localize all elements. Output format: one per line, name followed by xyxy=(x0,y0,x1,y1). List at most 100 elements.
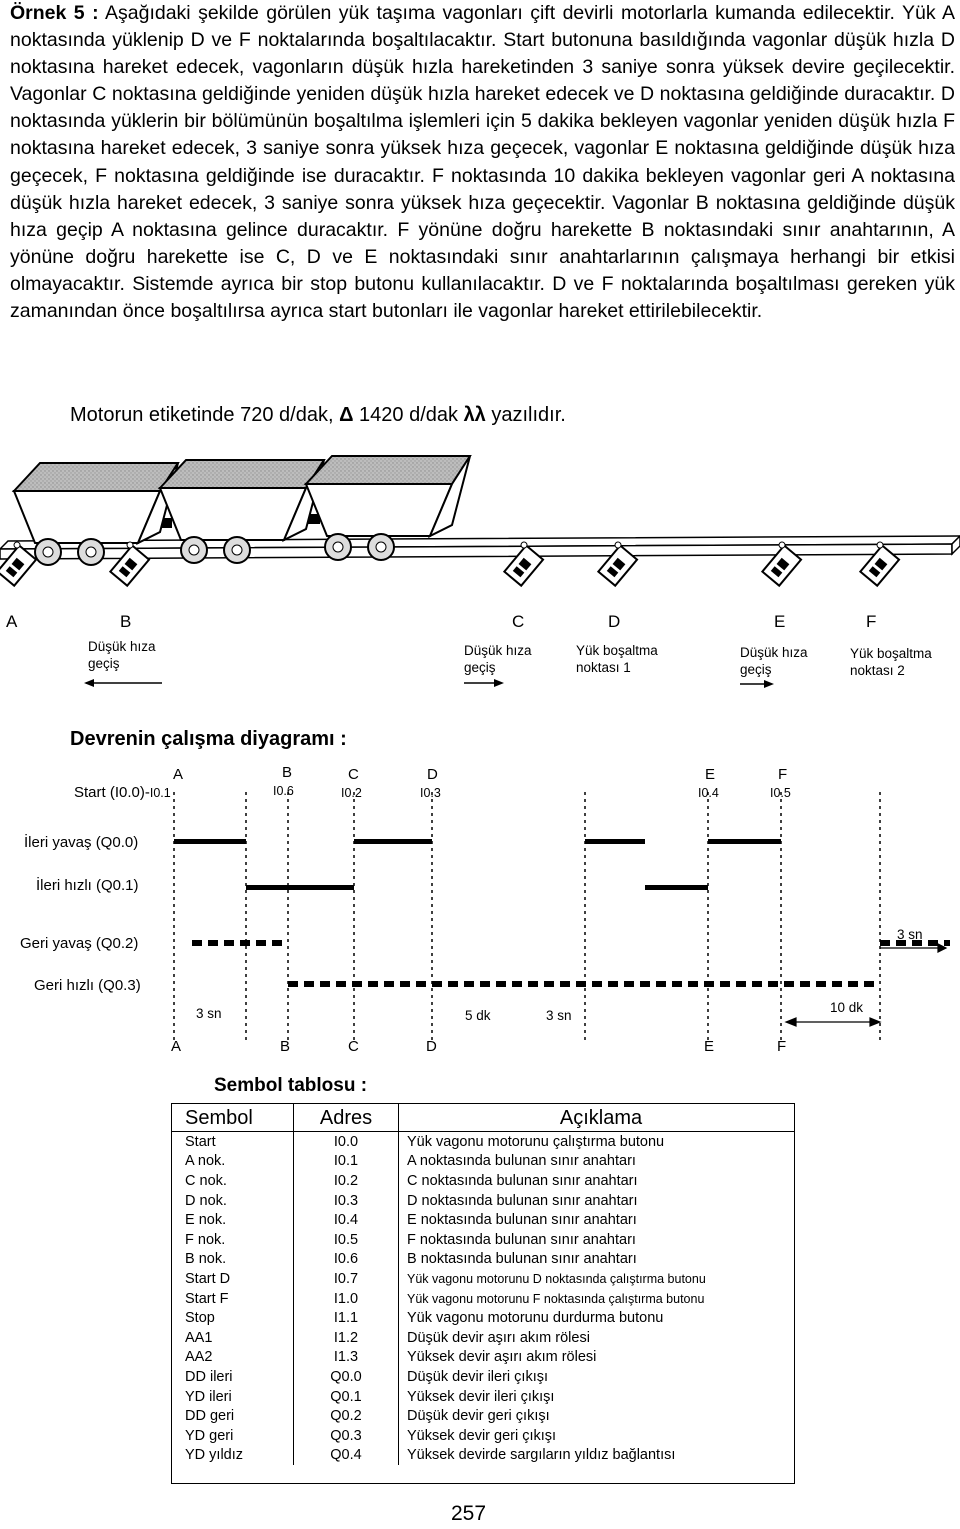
diag-top-point-b: B xyxy=(282,764,293,781)
motor-note-part3: yazılıdır. xyxy=(491,404,566,426)
symbol-cell: DD geri xyxy=(185,1408,235,1425)
motor-note: Motorun etiketinde 720 d/dak, Δ 1420 d/d… xyxy=(70,404,566,427)
diag-top-point-e: E xyxy=(705,766,716,783)
c-note-line1: Düşük hıza xyxy=(464,643,532,658)
addr-d: I0.3 xyxy=(420,786,441,800)
address-cell: I0.1 xyxy=(293,1151,399,1172)
d-note: Yük boşaltma noktası 1 xyxy=(576,642,658,676)
limit-switch-icon xyxy=(108,541,151,588)
diag-top-point-d: D xyxy=(427,766,438,783)
timing-diagram xyxy=(173,792,950,1040)
time-5dk: 5 dk xyxy=(465,1008,491,1023)
addr-a: I0.1 xyxy=(149,786,171,800)
b-note-line2: geçiş xyxy=(88,656,120,671)
problem-body: Aşağıdaki şekilde görülen yük taşıma vag… xyxy=(10,2,955,323)
address-cell: Q0.0 xyxy=(293,1367,399,1387)
row-label-q03: Geri hızlı (Q0.3) xyxy=(34,977,141,994)
symbol-cell: Start xyxy=(185,1133,216,1150)
c-note: Düşük hıza geçiş xyxy=(464,642,532,676)
signal-q00 xyxy=(174,839,781,844)
e-note: Düşük hıza geçiş xyxy=(740,644,808,678)
description-cell: A noktasında bulunan sınır anahtarı xyxy=(398,1151,795,1172)
e-note-line2: geçiş xyxy=(740,662,772,677)
diagram-title: Devrenin çalışma diyagramı : xyxy=(70,728,347,750)
header-address: Adres xyxy=(293,1103,399,1132)
symbol-cell: YD yıldız xyxy=(185,1447,244,1464)
description-cell: Düşük devir aşırı akım rölesi xyxy=(398,1327,795,1348)
symbol-table-title: Sembol tablosu : xyxy=(214,1075,368,1096)
description-cell: Yüksek devirde sargıların yıldız bağlant… xyxy=(398,1445,795,1466)
f-note-line2: noktası 2 xyxy=(850,663,905,678)
address-cell: I0.5 xyxy=(293,1229,399,1250)
start-label: Start (I0.0)-I0.1 xyxy=(74,784,171,801)
description-cell: B noktasında bulunan sınır anahtarı xyxy=(398,1249,795,1270)
description-cell: Yük vagonu motorunu çalıştırma butonu xyxy=(398,1131,795,1152)
diag-top-point-a: A xyxy=(173,766,184,783)
timing-reference-lines xyxy=(173,792,881,1040)
description-cell: Düşük devir geri çıkışı xyxy=(398,1406,795,1426)
signal-q01 xyxy=(246,885,708,890)
limit-switch-icon xyxy=(760,541,803,588)
time-10dk: 10 dk xyxy=(830,1000,864,1015)
track-point-e: E xyxy=(774,612,786,631)
direction-arrows xyxy=(84,679,774,688)
address-cell: Q0.4 xyxy=(293,1445,399,1466)
addr-c: I0.2 xyxy=(341,786,362,800)
description-cell: Yüksek devir ileri çıkışı xyxy=(398,1386,795,1407)
address-cell: I1.0 xyxy=(293,1288,399,1309)
symbol-cell: Start D xyxy=(185,1270,231,1287)
symbol-cell: AA1 xyxy=(185,1329,213,1346)
header-description: Açıklama xyxy=(398,1103,795,1132)
symbol-cell: B nok. xyxy=(185,1251,227,1268)
c-note-line2: geçiş xyxy=(464,660,496,675)
description-cell: E noktasında bulunan sınır anahtarı xyxy=(398,1210,795,1230)
description-cell: F noktasında bulunan sınır anahtarı xyxy=(398,1229,795,1250)
wagon xyxy=(157,459,326,564)
problem-text: Örnek 5 : Aşağıdaki şekilde görülen yük … xyxy=(10,0,955,325)
lambda-symbol: λλ xyxy=(463,404,486,426)
d-note-line2: noktası 1 xyxy=(576,660,631,675)
row-label-q01: İleri hızlı (Q0.1) xyxy=(36,877,139,894)
address-cell: I0.7 xyxy=(293,1269,399,1289)
address-cell: I1.2 xyxy=(293,1327,399,1348)
diag-bottom-point-b: B xyxy=(280,1038,291,1055)
header-symbol: Sembol xyxy=(171,1103,294,1132)
description-cell: Yük vagonu motorunu durdurma butonu xyxy=(398,1308,795,1328)
symbol-cell: E nok. xyxy=(185,1212,227,1229)
motor-note-part1: Motorun etiketinde 720 d/dak, xyxy=(70,404,334,426)
diag-bottom-point-d: D xyxy=(426,1038,437,1055)
e-note-line1: Düşük hıza xyxy=(740,645,808,660)
time-3sn-2: 3 sn xyxy=(546,1008,572,1023)
d-note-line1: Yük boşaltma xyxy=(576,643,658,658)
arrow-right-icon xyxy=(464,679,504,687)
symbol-cell: Start F xyxy=(185,1290,229,1307)
address-cell: Q0.2 xyxy=(293,1406,399,1426)
track-point-a: A xyxy=(6,612,18,631)
track-point-b: B xyxy=(120,612,132,631)
wagon xyxy=(303,455,472,561)
symbol-cell: YD ileri xyxy=(185,1388,232,1405)
diag-bottom-point-a: A xyxy=(171,1038,182,1055)
symbol-cell: A nok. xyxy=(185,1153,226,1170)
track-point-c: C xyxy=(512,612,525,631)
description-cell: Düşük devir ileri çıkışı xyxy=(398,1367,795,1387)
time-3sn-1: 3 sn xyxy=(196,1006,222,1021)
address-cell: I1.3 xyxy=(293,1347,399,1368)
symbol-cell: DD ileri xyxy=(185,1368,233,1385)
address-cell: Q0.1 xyxy=(293,1386,399,1407)
limit-switch-icon xyxy=(502,541,545,588)
diag-bottom-point-e: E xyxy=(704,1038,715,1055)
